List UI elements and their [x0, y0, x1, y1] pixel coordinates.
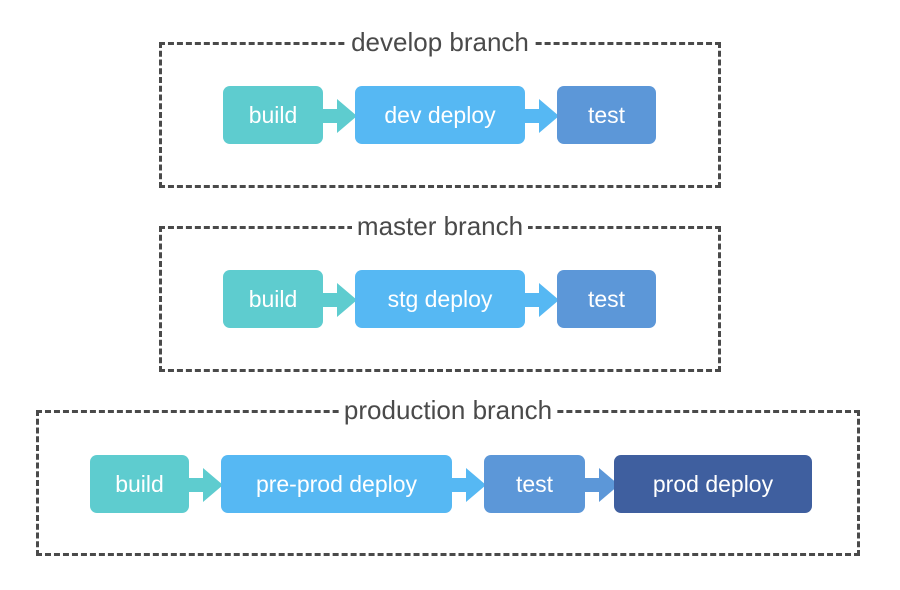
- production-test-step: test: [484, 455, 585, 513]
- develop-arrow-1-icon: [323, 99, 357, 133]
- production-arrow-1-icon: [189, 468, 223, 502]
- develop-test-step: test: [557, 86, 656, 144]
- production-prod-deploy-step: prod deploy: [614, 455, 812, 513]
- develop-arrow-2-icon: [525, 99, 559, 133]
- develop-branch-title: develop branch: [346, 27, 534, 57]
- master-stg-deploy-step: stg deploy: [355, 270, 525, 328]
- master-arrow-2-icon: [525, 283, 559, 317]
- develop-dev-deploy-step: dev deploy: [355, 86, 525, 144]
- production-pre-prod-deploy-step: pre-prod deploy: [221, 455, 452, 513]
- master-branch-title: master branch: [351, 211, 529, 241]
- develop-build-step: build: [223, 86, 323, 144]
- master-build-step: build: [223, 270, 323, 328]
- production-branch-title: production branch: [338, 395, 558, 425]
- production-arrow-2-icon: [452, 468, 486, 502]
- master-test-step: test: [557, 270, 656, 328]
- production-build-step: build: [90, 455, 189, 513]
- production-arrow-3-icon: [585, 468, 619, 502]
- master-arrow-1-icon: [323, 283, 357, 317]
